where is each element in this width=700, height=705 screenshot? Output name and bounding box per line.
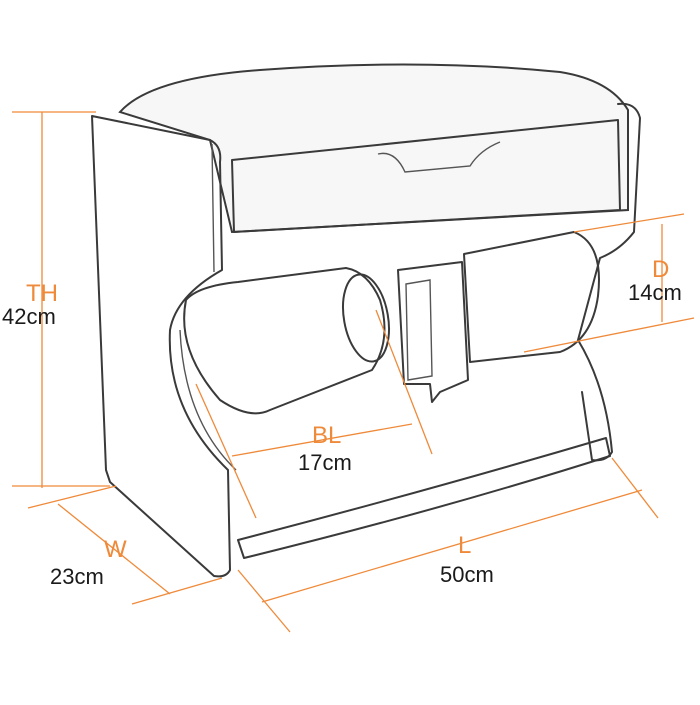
center-brush bbox=[342, 273, 390, 363]
left-side-panel bbox=[91, 115, 231, 578]
drawer-handle bbox=[377, 141, 501, 173]
w-tick-left bbox=[27, 485, 117, 509]
d-value-label: 14cm bbox=[628, 280, 682, 305]
left-side-inner bbox=[179, 143, 237, 471]
center-cover-flap bbox=[405, 279, 433, 381]
d-tick-bottom bbox=[523, 317, 695, 353]
d-tick-top bbox=[573, 213, 685, 233]
th-code-label: TH bbox=[26, 280, 58, 307]
base-bottom bbox=[237, 437, 611, 559]
bl-dimension-line bbox=[231, 423, 413, 457]
bl-tick-right bbox=[375, 309, 433, 455]
bl-tick-left bbox=[195, 383, 257, 519]
right-roller bbox=[463, 231, 600, 363]
l-value-label: 50cm bbox=[440, 562, 494, 587]
bl-code-label: BL bbox=[312, 422, 342, 449]
l-dimension-line bbox=[261, 489, 643, 603]
th-value-label: 42cm bbox=[2, 304, 56, 329]
seat-cushion bbox=[118, 63, 629, 234]
left-roller bbox=[183, 267, 386, 415]
w-value-label: 23cm bbox=[50, 564, 104, 589]
l-code-label: L bbox=[458, 532, 472, 559]
bl-value-label: 17cm bbox=[298, 450, 352, 475]
l-tick-left bbox=[237, 569, 291, 633]
w-tick-right bbox=[131, 577, 223, 605]
seat-front-panel bbox=[231, 119, 621, 233]
w-code-label: W bbox=[104, 536, 127, 563]
center-cover bbox=[397, 261, 469, 403]
l-tick-right bbox=[611, 457, 659, 519]
w-dimension-line bbox=[57, 503, 171, 595]
d-code-label: D bbox=[652, 256, 670, 283]
